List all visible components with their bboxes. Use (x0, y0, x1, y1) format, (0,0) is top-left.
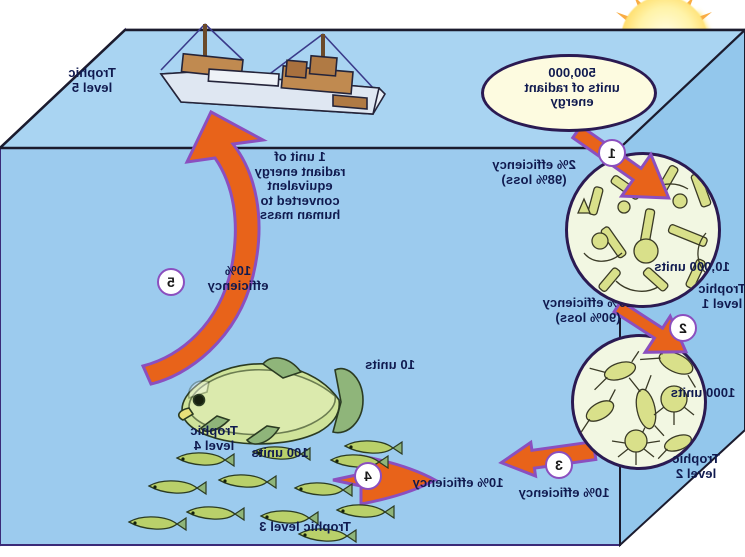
small-fish-school (128, 440, 403, 543)
trophic-level-5-label: Trophic level 5 (68, 65, 116, 95)
step-badge-2: 2 (669, 314, 697, 342)
zooplankton-bubble (571, 334, 707, 470)
step-1-efficiency: 2% efficiency (98% loss) (492, 157, 576, 187)
arrow-step-4 (332, 454, 439, 506)
fishing-boat (159, 23, 387, 115)
step-badge-1: 1 (598, 139, 626, 167)
units-level-2: 1000 units (670, 385, 736, 400)
trophic-level-1-label: Trophic level 1 (698, 281, 745, 311)
trophic-level-2-label: Trophic level 2 (672, 451, 720, 481)
step-badge-4: 4 (354, 462, 382, 490)
step-badge-3: 3 (545, 451, 573, 479)
large-predator-fish (177, 357, 364, 445)
step-badge-5: 5 (157, 268, 185, 296)
units-level-1: 10,000 units (654, 259, 730, 274)
step-5-efficiency: 10% efficiency (207, 263, 269, 293)
units-level-3: 100 units (251, 445, 309, 460)
human-mass-callout: 1 unit of radiant energy equivalent conv… (254, 149, 346, 223)
radiant-energy-text: 500,000 units of radiant energy (524, 65, 620, 110)
arrow-step-2 (611, 287, 689, 354)
trophic-level-3-label: Trophic level 3 (259, 519, 351, 534)
arrow-step-5 (140, 109, 268, 386)
step-3-efficiency: 10% efficiency (518, 485, 610, 500)
units-level-4: 10 units (365, 357, 415, 372)
